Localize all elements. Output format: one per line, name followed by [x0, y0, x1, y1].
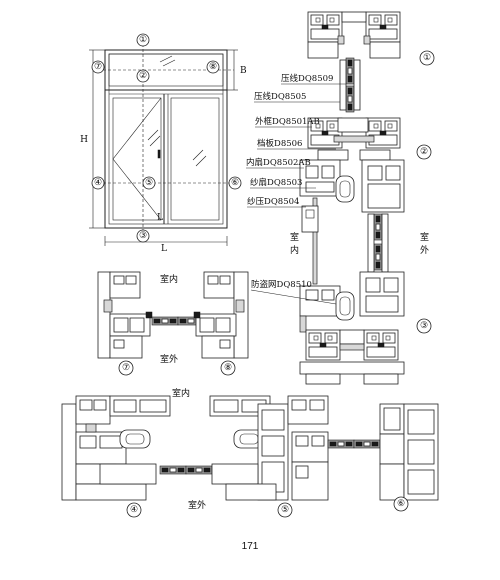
dimension-l-label: L — [161, 244, 167, 254]
section-outdoor-char-1: 室 — [420, 231, 429, 243]
callout-inner-sash-dq8502ab: 内扇DQ8502AB — [246, 157, 311, 168]
callout-baffle-d8506: 档板D8506 — [257, 138, 302, 149]
elevation-marker-1: ① — [139, 35, 147, 45]
elevation-marker-2: ② — [139, 71, 147, 81]
callout-anti-theft-net-dq8510: 防盗网DQ8510 — [251, 279, 312, 290]
elevation-marker-8: ⑧ — [209, 62, 217, 72]
horizontal-section-7-8: 室内 室外 ⑦ ⑧ — [97, 271, 249, 376]
elevation-marker-4: ④ — [94, 178, 102, 188]
elevation-marker-7: ⑦ — [94, 62, 102, 72]
handle — [157, 149, 161, 159]
section-outdoor-char-2: 外 — [420, 244, 429, 256]
elevation-marker-6: ⑥ — [231, 178, 239, 188]
section-marker-6: ⑥ — [397, 499, 405, 509]
callout-screen-sash-dq8503: 纱扇DQ8503 — [250, 177, 302, 188]
callouts: 压线DQ8509 压线DQ8505 外框DQ8501AB 档板D8506 内扇D… — [246, 73, 346, 305]
section-marker-4: ④ — [130, 505, 138, 515]
section78-indoor-label: 室内 — [160, 273, 178, 285]
elevation-marker-3: ③ — [139, 231, 147, 241]
dimension-h-label: H — [80, 135, 88, 145]
elevation-outer-frame — [104, 49, 228, 229]
section-marker-2: ② — [420, 147, 428, 157]
section-marker-7: ⑦ — [122, 363, 130, 373]
callout-pressure-line-dq8505: 压线DQ8505 — [254, 91, 306, 102]
screen-sash-capsule-lower — [335, 291, 355, 321]
page-number: 171 — [242, 541, 259, 552]
horizontal-section-4-5-6: 室内 室外 ④ ⑤ ⑥ — [61, 387, 439, 518]
vertical-section: ① ② ③ 室 内 室 外 — [290, 11, 435, 385]
callout-pressure-line-dq8509: 压线DQ8509 — [281, 73, 333, 84]
dimension-l-leaf-label: L — [157, 213, 163, 223]
section78-outdoor-label: 室外 — [160, 353, 178, 365]
section-marker-3: ③ — [420, 321, 428, 331]
section-indoor-char-2: 内 — [290, 244, 299, 256]
section-marker-5: ⑤ — [281, 505, 289, 515]
dimension-b-label: B — [240, 66, 247, 76]
callout-screen-pressure-dq8504: 纱压DQ8504 — [247, 197, 299, 207]
section-marker-8: ⑧ — [224, 363, 232, 373]
section-marker-1: ① — [423, 53, 431, 63]
section-indoor-char-1: 室 — [290, 231, 299, 243]
section456-outdoor-label: 室外 — [188, 499, 206, 511]
screen-sash-capsule-upper — [335, 175, 355, 203]
elevation-opening-indicator — [112, 97, 162, 221]
callout-outer-frame-dq8501ab: 外框DQ8501AB — [255, 116, 320, 127]
section456-indoor-label: 室内 — [172, 387, 190, 399]
window-elevation: H B L L ① ② ③ ④ ⑤ ⑥ ⑦ ⑧ — [80, 33, 247, 254]
elevation-marker-5: ⑤ — [145, 178, 153, 188]
